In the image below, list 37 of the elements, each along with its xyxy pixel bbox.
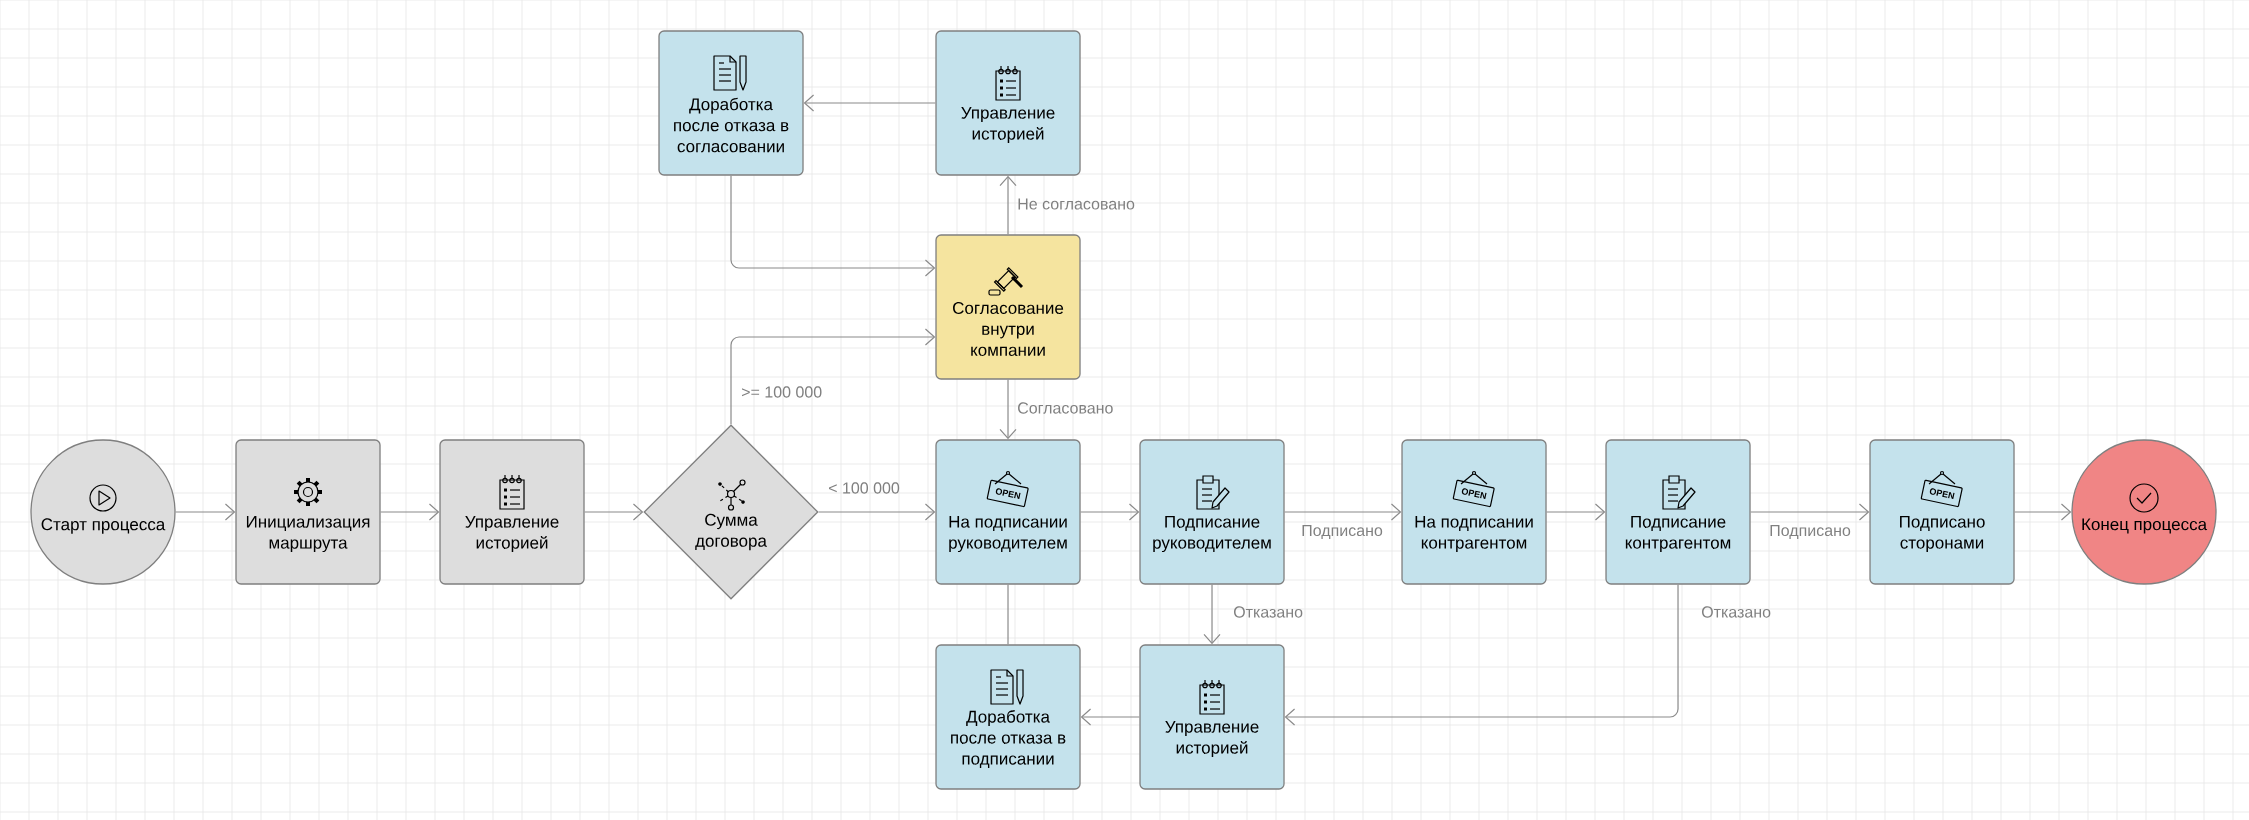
arrow	[803, 94, 936, 112]
arrow	[2014, 503, 2072, 521]
arrow	[1203, 584, 1221, 645]
edge-label: Согласовано	[1018, 402, 1113, 414]
edge-label: Отказано	[1233, 606, 1303, 618]
arrow	[730, 175, 936, 277]
process-box: Согласование внутри компании	[935, 234, 1081, 380]
edge-label: >= 100 000	[742, 386, 822, 398]
sign-text: OPEN	[1461, 488, 1487, 500]
sign-text: OPEN	[1929, 488, 1955, 500]
arrow	[1080, 708, 1140, 726]
process-box: Управление историей	[1139, 644, 1285, 790]
arrow	[999, 175, 1017, 235]
process-box: Инициализация маршрута	[235, 439, 381, 585]
edge-label: Не согласовано	[1018, 198, 1135, 210]
process-box: Управление историей	[935, 30, 1081, 176]
sign-text: OPEN	[995, 488, 1021, 500]
edge-label: Подписано	[1770, 524, 1851, 540]
arrow	[730, 328, 936, 425]
arrow	[818, 503, 936, 521]
edge-label: Отказано	[1701, 606, 1771, 618]
arrow	[1284, 584, 1679, 726]
arrow	[1080, 503, 1140, 521]
process-box: Доработка после отказа в согласовании	[658, 30, 804, 176]
arrow	[1284, 503, 1402, 521]
process-box: Подписание контрагентом	[1605, 439, 1751, 585]
arrow	[584, 503, 644, 521]
edge-label: < 100 000	[829, 482, 900, 494]
arrow	[999, 379, 1017, 440]
arrow	[175, 503, 236, 521]
arrow	[380, 503, 440, 521]
process-box: Подписание руководителем	[1139, 439, 1285, 585]
process-box: Управление историей	[439, 439, 585, 585]
edge-label: Подписано	[1302, 524, 1383, 540]
arrow	[1750, 503, 1870, 521]
process-box: Доработка после отказа в подписании	[935, 644, 1081, 790]
arrow	[1546, 503, 1606, 521]
